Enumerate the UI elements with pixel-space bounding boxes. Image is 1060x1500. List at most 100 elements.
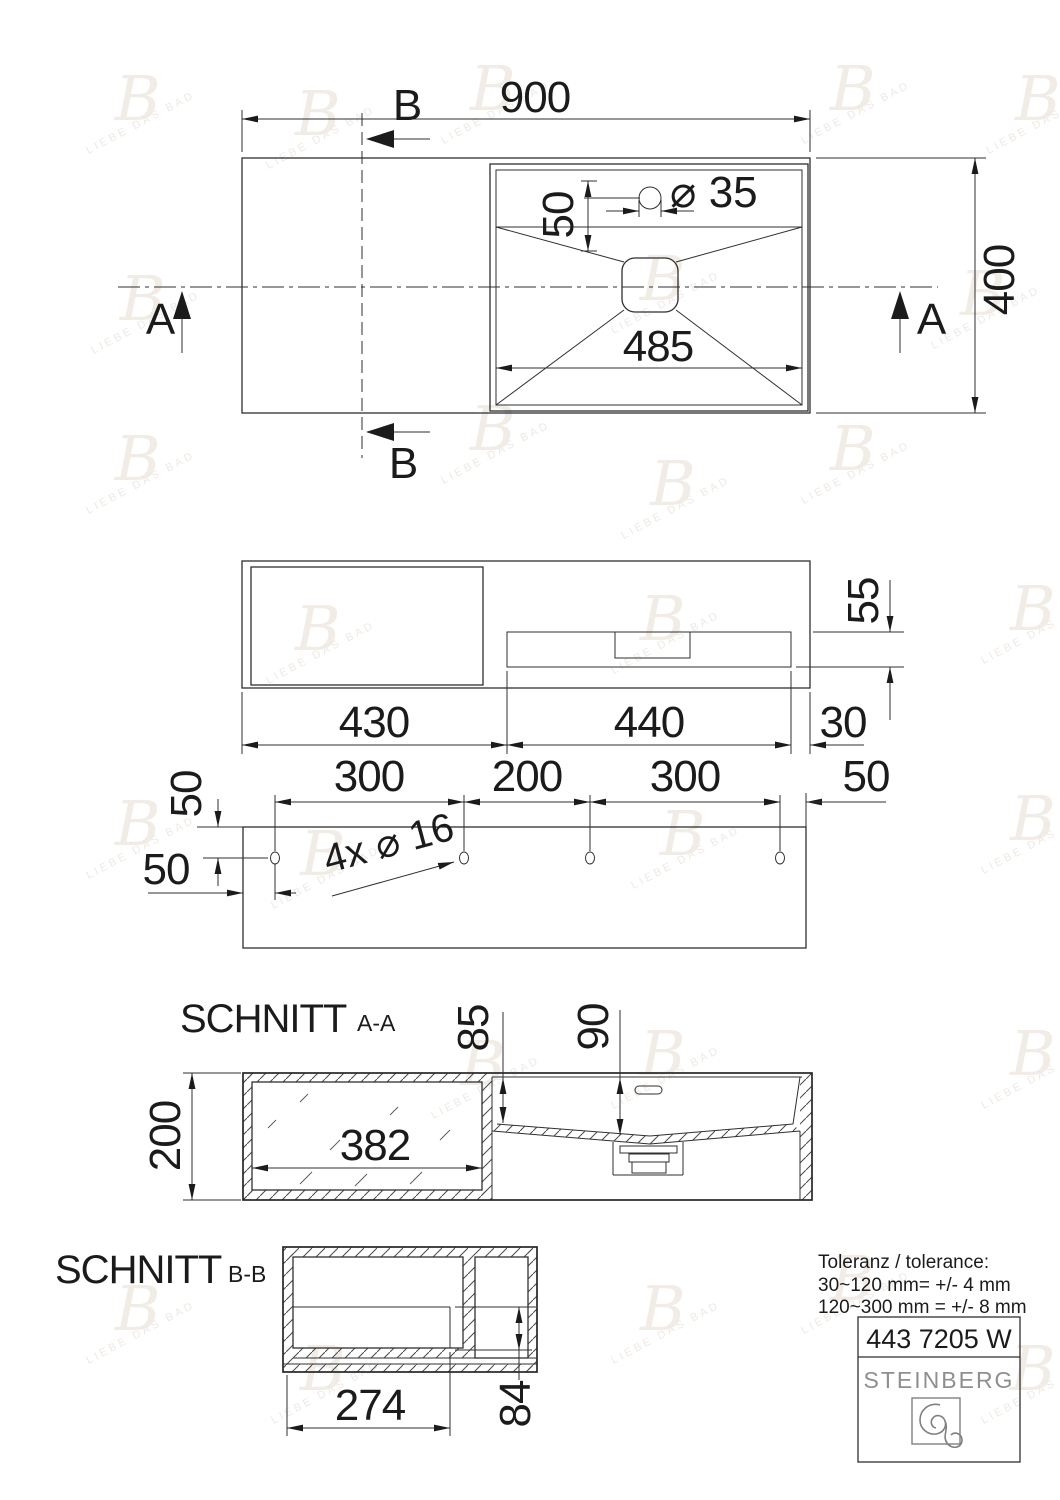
aa-hatch-right — [800, 1073, 812, 1200]
dim-55: 55 — [796, 578, 904, 720]
dim-faucet: ⌀ 35 50 — [534, 168, 758, 252]
dim-274-label: 274 — [335, 1381, 406, 1430]
aa-hatch-divider — [482, 1073, 492, 1200]
plan-view: 900 400 B B A A — [118, 73, 1024, 488]
aa-drain-tail — [631, 1161, 667, 1174]
section-b-arrow-top — [366, 130, 394, 148]
front-view: 430 440 30 55 — [241, 560, 904, 754]
mount-hole-4 — [775, 851, 785, 865]
svg-text:B: B — [1009, 1017, 1056, 1090]
dim-84-label: 84 — [491, 1380, 540, 1427]
svg-text:B: B — [1009, 1332, 1056, 1405]
bb-hatch-left — [283, 1247, 293, 1372]
dim-274: 274 — [286, 1352, 451, 1436]
drill-outline — [242, 826, 807, 949]
aa-outline — [242, 1072, 813, 1201]
dim-430-label: 430 — [339, 698, 409, 747]
svg-text:B: B — [829, 412, 876, 485]
section-b-arrow-bottom — [366, 423, 394, 441]
front-outline — [241, 560, 811, 689]
svg-text:B: B — [469, 392, 516, 465]
bb-hatch-shelf — [293, 1348, 463, 1358]
brand-name: STEINBERG — [864, 1367, 1015, 1393]
svg-text:B: B — [114, 422, 161, 495]
section-line-a: A A — [118, 286, 948, 353]
front-overflow-window — [614, 631, 691, 659]
aa-overflow-slot — [634, 1085, 663, 1095]
dim-85: 85 — [449, 1005, 507, 1123]
svg-text:B: B — [1009, 782, 1056, 855]
dim-30-label: 30 — [820, 698, 867, 747]
svg-text:B: B — [114, 1272, 161, 1345]
dim-d35-label: ⌀ 35 — [670, 168, 758, 217]
svg-text:B: B — [659, 797, 706, 870]
dim-85-label: 85 — [449, 1005, 498, 1052]
section-a-label-right: A — [917, 295, 947, 344]
section-a-arrow-right — [891, 291, 909, 319]
aa-hatch-top — [243, 1073, 482, 1082]
dim-200: 200 — [141, 1072, 241, 1201]
dim-200-label: 200 — [141, 1101, 190, 1171]
brand-logo-icon — [919, 1403, 963, 1449]
section-aa-title: SCHNITT — [180, 997, 347, 1041]
dim-900-label: 900 — [500, 73, 570, 122]
dim-hole-edge-offsets: 50 50 — [143, 771, 296, 900]
svg-text:B: B — [1014, 62, 1060, 135]
section-a-arrow-left — [173, 291, 191, 319]
svg-text:B: B — [649, 447, 696, 520]
dim-382-label: 382 — [340, 1121, 410, 1170]
dim-200-label: 200 — [492, 752, 562, 801]
mount-hole-3 — [585, 851, 595, 865]
svg-text:B: B — [114, 787, 161, 860]
aa-basin-section — [491, 1076, 802, 1200]
dim-50-left-label: 50 — [143, 845, 190, 894]
aa-drain-body — [628, 1153, 670, 1163]
svg-text:B: B — [294, 77, 341, 150]
svg-text:B: B — [294, 592, 341, 665]
dim-50-right-label: 50 — [843, 752, 890, 801]
section-line-b: B B — [361, 81, 430, 488]
title-box — [857, 1316, 1021, 1463]
dim-300a-label: 300 — [334, 752, 404, 801]
drill-template-view: 300 200 300 50 50 50 4x ⌀ 16 — [143, 752, 890, 949]
aa-hatch-bottom — [243, 1190, 492, 1200]
bb-hatch-right — [528, 1247, 537, 1372]
svg-text:B: B — [829, 52, 876, 125]
dim-440-label: 440 — [614, 698, 684, 747]
drain-outline — [621, 257, 679, 313]
dim-430-440-30: 430 440 30 — [241, 671, 867, 754]
tolerance-line1: 30~120 mm= +/- 4 mm — [818, 1275, 1011, 1296]
mount-hole-1 — [270, 851, 280, 865]
mount-hole-2 — [459, 851, 469, 865]
svg-text:B: B — [1009, 572, 1056, 645]
dim-90-label: 90 — [569, 1004, 618, 1051]
dim-400-label: 400 — [975, 245, 1024, 315]
section-bb-sublabel: B-B — [228, 1261, 266, 1287]
dim-300b-label: 300 — [650, 752, 720, 801]
svg-text:B: B — [639, 1017, 686, 1090]
svg-text:B: B — [119, 262, 166, 335]
section-b-label-top: B — [393, 81, 421, 130]
bb-main-cavity — [292, 1256, 464, 1349]
dim-900: 900 — [241, 73, 811, 152]
svg-text:B: B — [469, 52, 516, 125]
aa-reflection-ticks — [267, 1093, 451, 1187]
dim-382: 382 — [252, 1121, 482, 1172]
dim-50-top-label: 50 — [162, 771, 211, 818]
tolerance-title: Toleranz / tolerance: — [818, 1252, 989, 1273]
dim-55-label: 55 — [839, 578, 888, 625]
